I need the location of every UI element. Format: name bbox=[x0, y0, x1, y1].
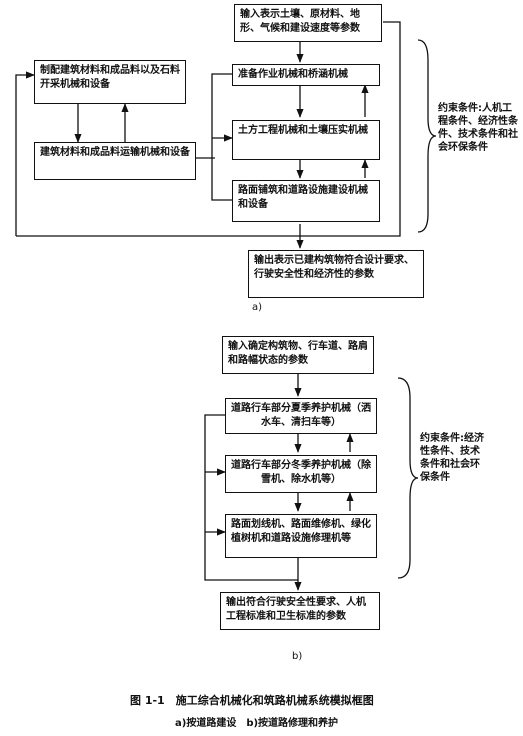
box-b-output: 输出符合行驶安全性要求、人机工程标准和卫生标准的参数 bbox=[220, 592, 380, 630]
box-b-winter-maintenance: 道路行车部分冬季养护机械（除雪机、除水机等） bbox=[225, 455, 377, 493]
label-a-constraint: 约束条件:人机工程条件、经济性条件、技术条件和社会环保条件 bbox=[438, 103, 518, 153]
line-b-left-loop bbox=[204, 414, 298, 581]
box-a-paving: 路面铺筑和道路设施建设机械和设备 bbox=[232, 180, 380, 222]
box-b-summer-maintenance: 道路行车部分夏季养护机械（洒水车、清扫车等） bbox=[225, 398, 377, 434]
line-outer-loop bbox=[16, 21, 401, 237]
arrow-loop-left-top bbox=[15, 71, 35, 236]
label-b: b) bbox=[292, 651, 303, 662]
box-a-output: 输出表示已建构筑物符合设计要求、行驶安全性和经济性的参数 bbox=[248, 250, 424, 298]
box-b-repair-machinery: 路面划线机、路面维修机、绿化植树机和道路设施修理机等 bbox=[225, 514, 377, 558]
figure-subcaption: a)按道路建设 b)按道路修理和养护 bbox=[175, 718, 339, 729]
line-mid-bracket bbox=[211, 73, 232, 201]
box-b-input: 输入确定构筑物、行车道、路肩和路幅状态的参数 bbox=[222, 336, 374, 374]
box-a-input: 输入表示土壤、原材料、地形、气候和建设速度等参数 bbox=[234, 4, 382, 42]
label-b-constraint: 约束条件:经济性条件、技术条件和社会环保条件 bbox=[420, 433, 484, 483]
box-a-material-prep: 制配建筑材料和成品料以及石料开采机械和设备 bbox=[34, 60, 186, 104]
figure-caption: 图 1-1 施工综合机械化和筑路机械系统模拟框图 bbox=[130, 694, 374, 707]
box-a-prep-machinery: 准备作业机械和桥涵机械 bbox=[232, 64, 380, 86]
box-a-material-transport: 建筑材料和成品料运输机械和设备 bbox=[34, 142, 196, 180]
constraint-bracket-a bbox=[417, 39, 437, 233]
constraint-bracket-b bbox=[397, 377, 419, 579]
box-a-earthwork: 土方工程机械和土壤压实机械 bbox=[232, 120, 380, 160]
label-a: a) bbox=[252, 302, 263, 313]
